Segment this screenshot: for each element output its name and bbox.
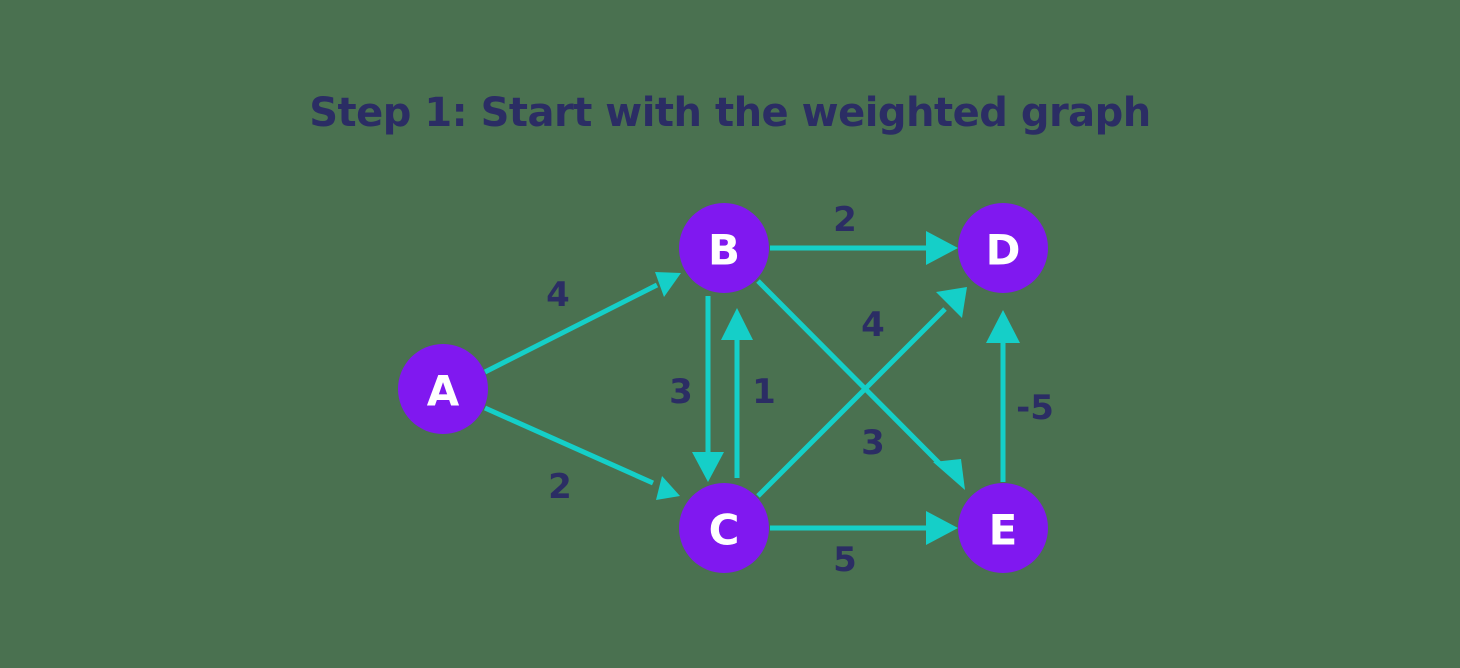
edge-e-to-d-arrowhead: [986, 310, 1020, 343]
node-a-circle[interactable]: [398, 344, 488, 434]
edge-b-to-e-arrowhead: [933, 459, 965, 490]
edge-b-to-e-line: [756, 279, 945, 469]
graph-node-d[interactable]: D: [958, 203, 1048, 293]
edge-e-to-d: -5: [986, 310, 1054, 482]
node-b-label: B: [708, 226, 740, 275]
edge-a-to-b-arrowhead: [655, 272, 681, 297]
edge-c-to-e: 5: [770, 511, 958, 580]
edge-b-to-c-arrowhead: [692, 452, 724, 482]
edge-c-to-e-arrowhead: [926, 511, 958, 545]
edge-c-to-d: 4: [756, 287, 967, 498]
node-a-label: A: [427, 367, 460, 416]
node-e-circle[interactable]: [958, 483, 1048, 573]
edge-a-to-c-arrowhead: [656, 476, 680, 500]
node-b-circle[interactable]: [679, 203, 769, 293]
edge-c-to-d-arrowhead: [936, 287, 967, 318]
edge-a-to-c: 2: [483, 405, 680, 507]
graph-node-a[interactable]: A: [398, 344, 488, 434]
edge-b-to-c: 3: [669, 296, 724, 482]
edge-weight-b-e: 3: [861, 423, 885, 463]
edge-c-to-b: 1: [721, 308, 776, 478]
edge-weight-a-b: 4: [546, 275, 570, 315]
edge-weight-a-c: 2: [548, 467, 572, 507]
edge-weight-c-d: 4: [861, 305, 885, 345]
edge-c-to-d-line: [756, 307, 947, 498]
edge-b-to-e: 3: [756, 279, 965, 490]
graph-node-b[interactable]: B: [679, 203, 769, 293]
edge-b-to-d: 2: [770, 200, 958, 265]
edge-weight-c-e: 5: [833, 540, 857, 580]
node-c-circle[interactable]: [679, 483, 769, 573]
edge-weight-e-d: -5: [1016, 388, 1054, 428]
node-e-label: E: [989, 506, 1018, 555]
edge-b-to-d-arrowhead: [926, 231, 958, 265]
edge-c-to-b-arrowhead: [721, 308, 753, 340]
graph-node-c[interactable]: C: [679, 483, 769, 573]
node-d-circle[interactable]: [958, 203, 1048, 293]
edge-weight-b-d: 2: [833, 200, 857, 240]
edge-weight-c-b: 1: [752, 372, 776, 412]
edge-a-to-c-line: [483, 405, 655, 486]
node-c-label: C: [709, 506, 740, 555]
page-title: Step 1: Start with the weighted graph: [309, 90, 1151, 136]
edge-weight-b-c: 3: [669, 372, 693, 412]
graph-node-e[interactable]: E: [958, 483, 1048, 573]
edge-a-to-b-line: [483, 282, 659, 375]
edge-a-to-b: 4: [483, 272, 681, 375]
node-d-label: D: [986, 226, 1021, 275]
